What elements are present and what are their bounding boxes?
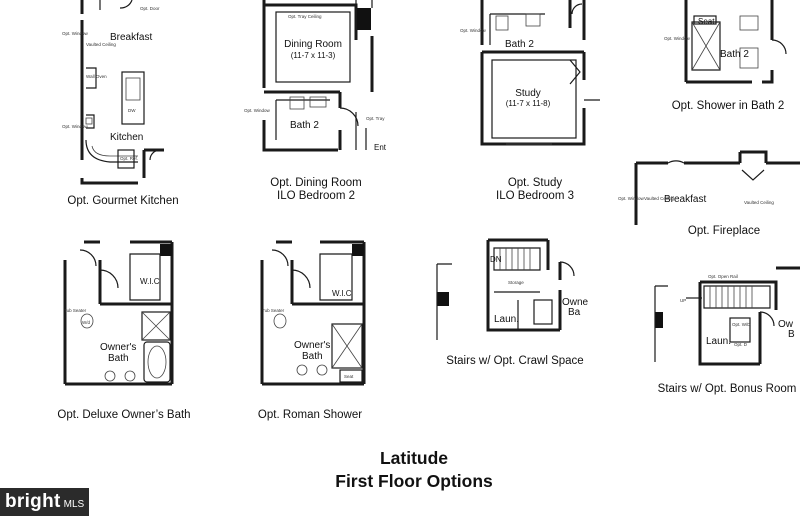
caption-roman-shower: Opt. Roman Shower <box>257 409 363 421</box>
plan-deluxe-owners-bath: Owner's Bath W.I.C Tub Seater W/d <box>63 240 174 386</box>
room-label-wic: W.I.C <box>140 277 160 286</box>
caption-fireplace: Opt. Fireplace <box>687 225 761 237</box>
plan-dining-room: Dining Room (11-7 x 11-3) Bath 2 Opt. Tr… <box>244 0 387 152</box>
note-wd: W/d <box>82 320 90 325</box>
room-label-laundry: Laun. <box>706 336 731 347</box>
note-opt-door: Opt. Door <box>140 6 160 11</box>
bright-mls-logo: bright MLS <box>0 488 89 516</box>
caption-dining-room-line2: ILO Bedroom 2 <box>277 190 355 202</box>
room-label-bath2: Bath 2 <box>505 39 534 50</box>
room-label-bath2: Bath 2 <box>290 120 319 131</box>
caption-study-line1: Opt. Study <box>507 177 563 189</box>
room-label-owners: Owner's <box>100 342 136 353</box>
sheet-title: Latitude <box>379 448 449 468</box>
note-vaulted-ceiling: Vaulted Ceiling <box>744 200 774 205</box>
room-label-seat: Seat <box>698 17 715 26</box>
note-wall-oven: Wall Oven <box>86 74 107 79</box>
note-vaulted-ceiling: Vaulted Ceiling <box>644 196 674 201</box>
note-opt-ref: Opt. Ref. <box>120 156 138 161</box>
room-label-study: Study <box>515 88 541 99</box>
note-opt-tray-ceiling: Opt. Tray Ceiling <box>288 14 322 19</box>
room-dimensions-dining: (11-7 x 11-3) <box>291 51 336 60</box>
caption-crawl-space: Stairs w/ Opt. Crawl Space <box>446 355 584 367</box>
room-label-owners-partial: Owne <box>562 297 589 308</box>
note-opt-window: Opt. Window <box>62 124 89 129</box>
plan-bonus-room: UP Opt. Open Rail Laun. Opt. W/D Opt. D … <box>654 266 800 366</box>
room-label-wic: W.I.C <box>332 289 352 298</box>
note-tub-seater: Tub Seater <box>64 308 87 313</box>
note-ent: Ent <box>374 143 387 152</box>
logo-suffix: MLS <box>63 498 85 510</box>
room-label-storage: Storage <box>508 280 524 285</box>
note-opt-open-rail: Opt. Open Rail <box>708 274 738 279</box>
room-label-dining-room: Dining Room <box>284 39 342 50</box>
room-label-bath-partial: B <box>788 329 795 340</box>
plan-study: Bath 2 Study (11-7 x 11-8) Opt. Window <box>460 0 600 146</box>
note-dw: DW <box>128 108 136 113</box>
caption-gourmet-kitchen: Opt. Gourmet Kitchen <box>67 195 179 207</box>
room-label-kitchen: Kitchen <box>110 132 143 143</box>
room-label-bath: Bath <box>302 351 323 362</box>
note-opt-window: Opt. Window <box>664 36 691 41</box>
note-up: UP <box>680 298 686 303</box>
caption-bonus-room: Stairs w/ Opt. Bonus Room <box>657 383 797 395</box>
room-label-laundry: Laun. <box>494 314 519 325</box>
plan-crawl-space: DN Storage Laun. Owne Ba <box>436 238 589 340</box>
plan-shower-bath2: Seat Bath 2 Opt. Window <box>664 0 787 84</box>
room-label-breakfast: Breakfast <box>664 194 706 205</box>
room-label-breakfast: Breakfast <box>110 32 152 43</box>
plan-gourmet-kitchen: Breakfast Kitchen Opt. Window Opt. Windo… <box>62 0 164 185</box>
caption-shower-bath2: Opt. Shower in Bath 2 <box>671 100 785 112</box>
room-label-owners-partial: Ow <box>778 319 794 330</box>
note-tub-seater: Tub Seater <box>262 308 285 313</box>
room-label-bath-partial: Ba <box>568 307 581 318</box>
note-opt-wd: Opt. W/D <box>732 322 751 327</box>
sheet-subtitle: First Floor Options <box>335 471 493 491</box>
note-opt-tray: Opt. Tray <box>366 116 385 121</box>
note-dn: DN <box>490 255 502 264</box>
caption-study-line2: ILO Bedroom 3 <box>496 190 574 202</box>
room-dimensions-study: (11-7 x 11-8) <box>506 99 551 108</box>
caption-deluxe-owners-bath: Opt. Deluxe Owner’s Bath <box>57 409 191 421</box>
room-label-seat: Seat <box>344 374 354 379</box>
note-opt-window: Opt. Window <box>460 28 487 33</box>
room-label-bath: Bath <box>108 353 129 364</box>
plan-fireplace: Breakfast Opt. Window Vaulted Ceiling Va… <box>618 150 800 225</box>
note-vaulted-ceiling: Vaulted Ceiling <box>86 42 116 47</box>
note-opt-d: Opt. D <box>734 342 748 347</box>
note-opt-window: Opt. Window <box>618 196 645 201</box>
note-opt-window: Opt. Window <box>62 31 89 36</box>
logo-brand: bright <box>5 491 61 512</box>
caption-dining-room-line1: Opt. Dining Room <box>270 177 362 189</box>
room-label-bath2: Bath 2 <box>720 49 749 60</box>
plan-roman-shower: Owner's Bath W.I.C Seat Tub Seater <box>260 240 366 386</box>
note-opt-window: Opt. Window <box>244 108 271 113</box>
room-label-owners: Owner's <box>294 340 330 351</box>
